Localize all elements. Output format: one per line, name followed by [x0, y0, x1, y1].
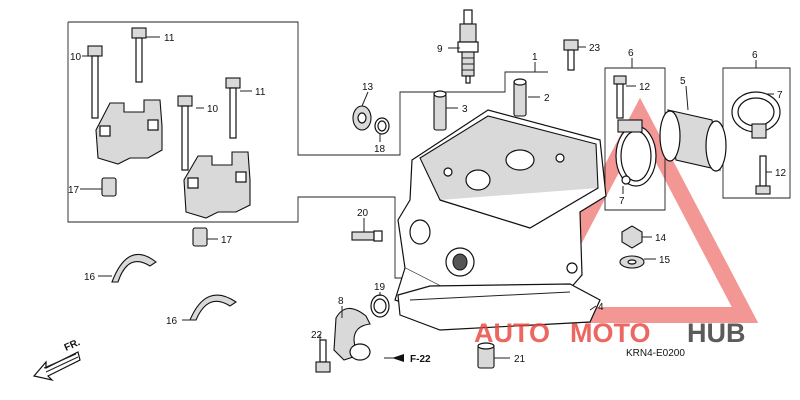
bolt-23-part [563, 39, 579, 71]
callout-20: 20 [357, 208, 369, 219]
callout-8: 8 [338, 296, 344, 307]
callout-10a: 10 [70, 52, 82, 63]
callout-4: 4 [598, 302, 604, 313]
nut-14-part [621, 225, 643, 249]
group-frame-rocker-bottom [67, 22, 440, 279]
callout-13: 13 [362, 82, 374, 93]
callout-16b: 16 [166, 316, 178, 327]
callout-14: 14 [655, 233, 667, 244]
bolt-11a-part [131, 27, 147, 83]
callout-17a: 17 [68, 185, 80, 196]
watermark-text-1: AUTO [474, 318, 550, 348]
bolt-10b-part [177, 95, 193, 171]
bolt-10a-part [87, 45, 103, 119]
dowel-21-part [477, 342, 495, 369]
watermark-text-3: HUB [687, 318, 746, 348]
water-joint-8-part [333, 307, 371, 361]
bolt-12b-part [755, 155, 771, 195]
callout-11b: 11 [255, 87, 266, 98]
watermark-text-2: MOTO [570, 318, 651, 348]
bolt-22-part [315, 339, 331, 373]
group-frame-cover [604, 67, 666, 211]
washer-13-part [352, 105, 372, 131]
watermark-triangle [521, 97, 759, 323]
diagram-code: KRN4-E0200 [626, 348, 685, 359]
group-frame-rocker [68, 21, 548, 156]
callout-1: 1 [532, 52, 538, 63]
camshaft-holder-upper [95, 99, 163, 165]
bolt-11b-part [225, 77, 241, 139]
callout-3: 3 [462, 104, 468, 115]
callout-7b: 7 [777, 90, 783, 101]
front-label: FR. [63, 337, 82, 354]
valve-guide-2-part [513, 78, 527, 117]
stud-20-part [351, 230, 383, 242]
o-ring-19-part [370, 294, 390, 318]
callout-11a: 11 [164, 33, 175, 44]
callout-6b: 6 [752, 50, 758, 61]
callout-22: 22 [311, 330, 323, 341]
washer-15-part [619, 255, 645, 269]
callout-12a: 12 [639, 82, 651, 93]
callout-16a: 16 [84, 272, 96, 283]
cylinder-head-part [394, 109, 607, 313]
callout-7a: 7 [619, 196, 625, 207]
callout-5: 5 [680, 76, 686, 87]
callout-9: 9 [437, 44, 443, 55]
callout-21: 21 [514, 354, 526, 365]
seal-16b-part [189, 294, 237, 321]
callout-2: 2 [544, 93, 550, 104]
callout-labels: 10 11 10 11 17 17 16 16 9 23 1 2 3 13 18… [68, 33, 787, 365]
dowel-17a-part [101, 177, 117, 197]
callout-6a: 6 [628, 48, 634, 59]
callout-17b: 17 [221, 235, 233, 246]
front-arrow-icon: FR. [32, 337, 82, 382]
band-clamp-left-part [615, 119, 657, 187]
spark-plug-part [457, 9, 479, 84]
bolt-12a-part [613, 75, 627, 119]
insulator-5-part [659, 109, 727, 172]
valve-guide-3-part [433, 90, 447, 131]
reference-f22: F-22 [384, 354, 431, 365]
callout-12b: 12 [775, 168, 787, 179]
seal-16a-part [111, 253, 157, 283]
gasket-4-part [397, 283, 601, 331]
callout-18: 18 [374, 144, 386, 155]
o-ring-18-part [374, 117, 390, 135]
callout-10b: 10 [207, 104, 219, 115]
callout-19: 19 [374, 282, 386, 293]
band-clamp-right-part [731, 91, 781, 139]
dowel-17b-part [192, 227, 208, 247]
callout-23: 23 [589, 43, 601, 54]
watermark-logo: AUTO MOTO HUB [474, 318, 746, 348]
leader-lines [80, 36, 774, 359]
callout-15: 15 [659, 255, 671, 266]
camshaft-holder-lower [183, 151, 251, 219]
reference-label: F-22 [410, 354, 431, 365]
